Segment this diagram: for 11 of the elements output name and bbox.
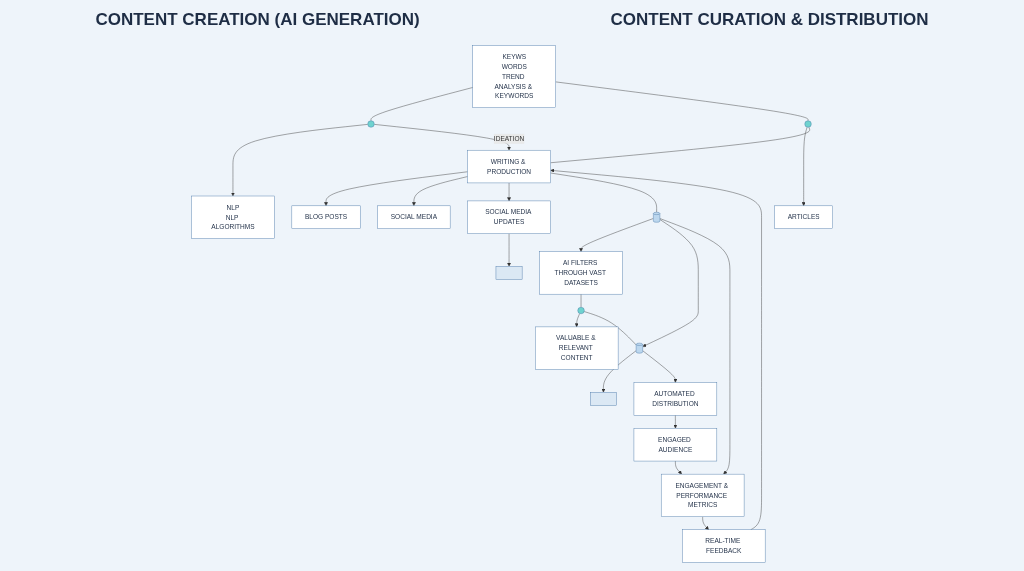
- section-heading: CONTENT CREATION (AI GENERATION): [95, 10, 420, 30]
- node-circle: [367, 120, 375, 128]
- connector: [550, 126, 810, 163]
- node-box: [495, 266, 523, 280]
- node-cylinder: [635, 342, 643, 354]
- connector: [550, 172, 657, 213]
- node-circle: [804, 120, 812, 128]
- node-cylinder: [653, 212, 660, 223]
- node-box: [590, 392, 617, 406]
- node-circle: [577, 307, 585, 315]
- section-heading: CONTENT CURATION & DISTRIBUTION: [610, 10, 929, 30]
